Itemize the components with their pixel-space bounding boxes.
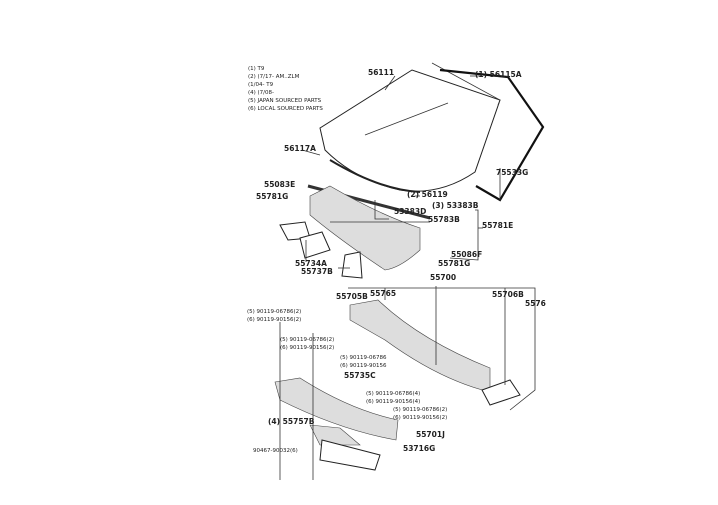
part-label: 55083E <box>264 180 295 189</box>
part-label: (5) 90119-06786(2) <box>393 407 447 413</box>
part-label: (6) 90119-90156(4) <box>366 399 420 405</box>
legend-line: (1) T9 <box>248 66 265 72</box>
cowl-louver <box>274 299 521 471</box>
part-label: 55705B <box>336 292 368 301</box>
part-label: 55700 <box>430 273 456 282</box>
part-label: 53383D <box>394 207 426 216</box>
part-label: (4) 55757B <box>268 417 315 426</box>
part-label: (6) 90119-90156(2) <box>280 345 334 351</box>
part-label: 5576 <box>525 299 546 308</box>
part-label: 56117A <box>284 144 316 153</box>
part-label: (5) 90119-06786(2) <box>247 309 301 315</box>
legend-line: (1/04- T9 <box>248 82 274 88</box>
part-label: (5) 90119-06786(4) <box>366 391 420 397</box>
part-label: (5) 90119-06786 <box>340 355 387 361</box>
legend: (1) T9 (2) (7/17- AM..ZLM (1/04- T9 (4) … <box>248 66 323 112</box>
part-label: 55765 <box>370 289 396 298</box>
legend-line: (6) LOCAL SOURCED PARTS <box>248 106 323 112</box>
part-label: 55783B <box>428 215 460 224</box>
legend-line: (5) JAPAN SOURCED PARTS <box>248 98 322 104</box>
part-label: (1) 56115A <box>475 70 522 79</box>
part-label: (6) 90119-90156(2) <box>393 415 447 421</box>
part-label: 55781G <box>256 192 288 201</box>
part-label: 75533G <box>496 168 528 177</box>
part-label: (3) 53383B <box>432 201 479 210</box>
legend-line: (4) (7/08- <box>248 90 274 96</box>
leader-lines <box>279 75 536 480</box>
part-label: 55735C <box>344 371 376 380</box>
part-label: (6) 90119-90156(2) <box>247 317 301 323</box>
part-label: 55086F <box>451 250 482 259</box>
part-label: 55706B <box>492 290 524 299</box>
part-label: 56111 <box>368 68 394 77</box>
cowl-top-panel <box>279 185 421 279</box>
part-label: (6) 90119-90156 <box>340 363 387 369</box>
weatherstrip <box>439 68 545 202</box>
part-label: (2) 56119 <box>407 190 448 199</box>
part-label: 55734A <box>295 259 327 268</box>
part-label: 55781G <box>438 259 470 268</box>
part-labels: 56111 (1) 56115A 56117A 75533G 55083E 55… <box>247 68 546 454</box>
legend-line: (2) (7/17- AM..ZLM <box>248 74 300 80</box>
part-label: 55781E <box>482 221 513 230</box>
part-label: 53716G <box>403 444 435 453</box>
windshield-glass <box>307 62 545 220</box>
part-label: 55701J <box>416 430 445 439</box>
part-label: (5) 90119-06786(2) <box>280 337 334 343</box>
part-label: 55737B <box>301 267 333 276</box>
part-label: 90467-90032(6) <box>253 448 298 454</box>
